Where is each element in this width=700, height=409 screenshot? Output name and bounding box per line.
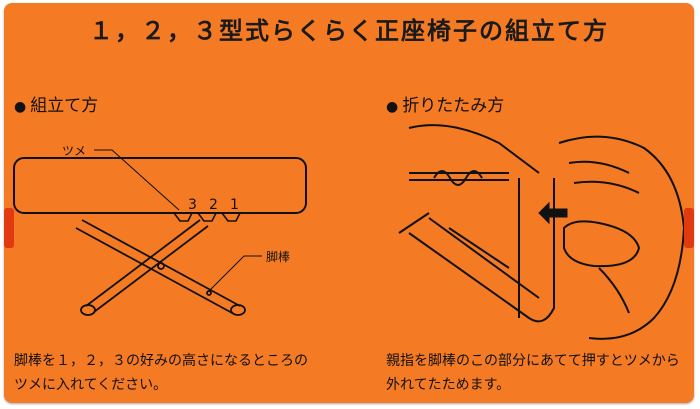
folding-diagram: [398, 124, 686, 340]
page-title: １，２，３型式らくらく正座椅子の組立て方: [89, 17, 609, 45]
notches: [173, 212, 241, 222]
right-edge-tab: [684, 208, 694, 248]
chair-frame: [398, 124, 555, 323]
assembly-heading-text: 組立て方: [30, 96, 99, 116]
folding-heading-text: 折りたたみ方: [402, 96, 505, 116]
tsume-label: ツメ: [62, 144, 86, 158]
left-edge-tab: [4, 208, 14, 248]
instruction-card: １，２，３型式らくらく正座椅子の組立て方 ●組立て方 ツメ 3 2 1 脚棒 脚: [4, 3, 694, 403]
assembly-caption: 脚棒を１，２，３の好みの高さになるところの ツメに入れてください。: [14, 353, 308, 393]
tsume-leader-line: [94, 149, 180, 211]
bullet-icon: ●: [14, 99, 27, 115]
folding-heading: ●折りたたみ方: [386, 91, 504, 116]
seat-board: [13, 157, 307, 214]
leg-bars: [75, 219, 246, 316]
notch-number-2: 2: [209, 197, 218, 213]
leg-leader-line: [208, 255, 262, 292]
push-arrow-icon: [538, 201, 568, 225]
notch-number-1: 1: [230, 197, 239, 213]
assembly-diagram: ツメ 3 2 1 脚棒: [13, 144, 307, 316]
folding-caption: 親指を脚棒のこの部分にあてて押すとツメから 外れてたためます。: [386, 353, 680, 393]
notch-number-3: 3: [188, 197, 197, 213]
assembly-heading: ●組立て方: [14, 91, 98, 116]
hand-drawing: [558, 135, 686, 340]
leg-label: 脚棒: [266, 249, 290, 264]
bullet-icon: ●: [386, 99, 399, 115]
